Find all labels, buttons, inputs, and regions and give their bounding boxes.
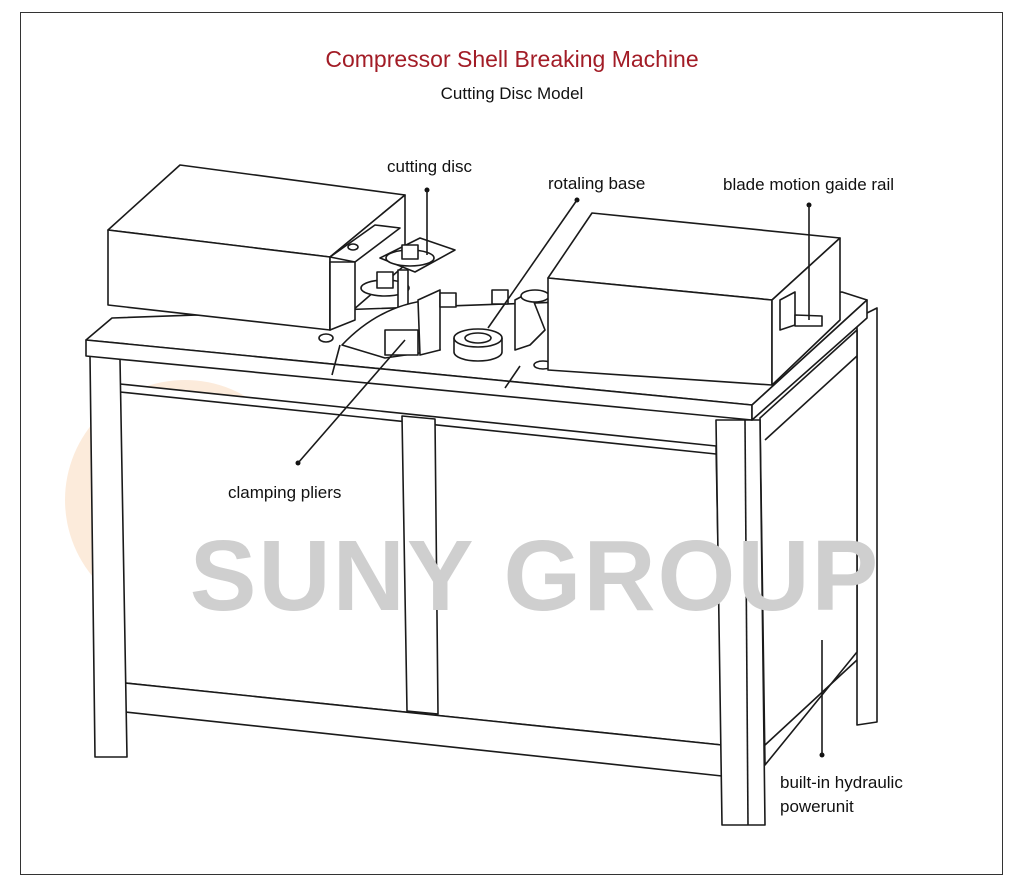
label-clamping-pliers: clamping pliers [228,483,341,502]
left-motor-box [107,164,406,343]
clamping-pliers [341,289,553,370]
machine-table [85,291,878,826]
cutting-disc [360,237,456,311]
leader-lines [295,187,825,758]
diagram-title: Compressor Shell Breaking Machine [325,46,698,72]
label-hydraulic-line1: built-in hydraulic [780,773,903,792]
right-motor-box [547,212,841,386]
label-hydraulic-line2: powerunit [780,797,854,816]
diagram-subtitle: Cutting Disc Model [441,84,584,103]
label-rotating-base: rotaling base [548,174,645,193]
rotating-base [453,328,503,362]
label-guide-rail: blade motion gaide rail [723,175,894,194]
label-cutting-disc: cutting disc [387,157,473,176]
guide-rail [779,291,823,331]
watermark-text: SUNY GROUP [190,520,881,632]
diagram-frame [20,12,1003,875]
